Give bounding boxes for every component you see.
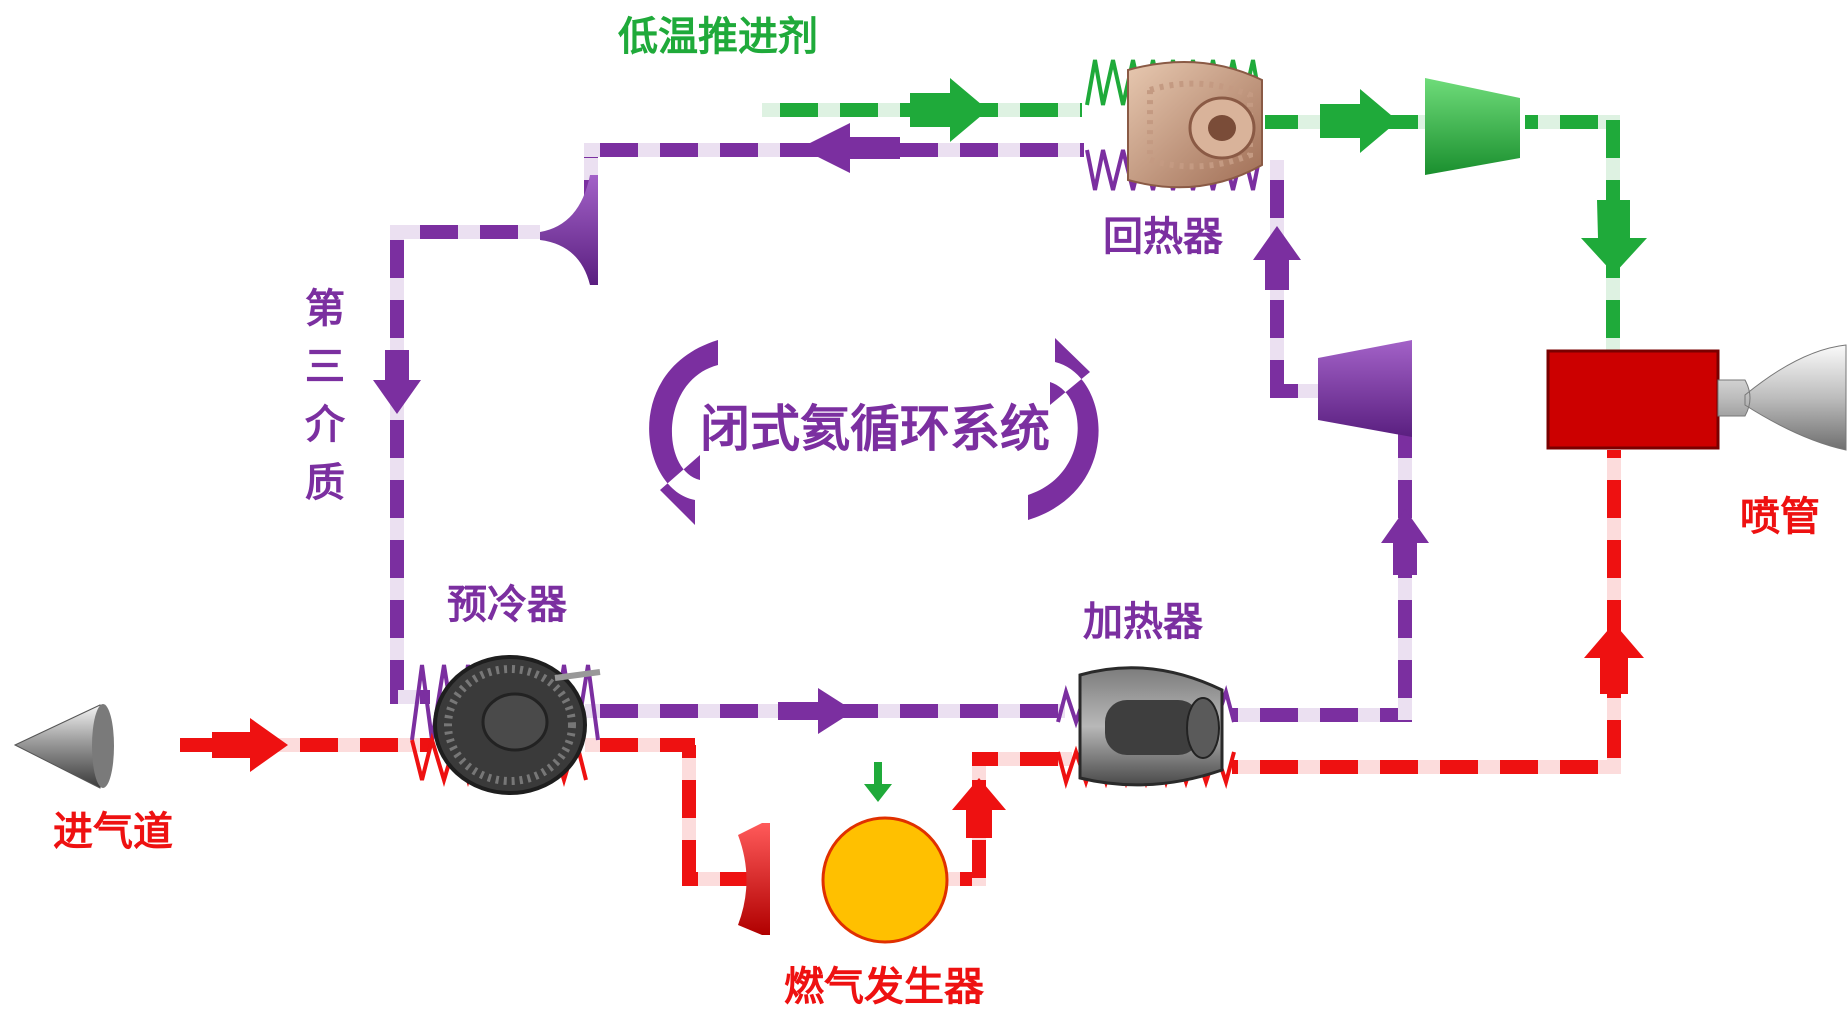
diagram-title: 闭式氦循环系统 [700,400,1050,458]
arrow-propellant-in [910,78,988,142]
third-medium-char-2: 三 [305,344,345,390]
arrow-air-up-combustor [1584,623,1644,694]
arrow-loop-up-recuperator [1253,226,1301,290]
exhaust-nozzle [1717,344,1847,451]
label-third-medium: 第 三 介 质 [305,286,346,506]
arrow-recuperator-return [800,123,900,173]
label-propellant: 低温推进剂 [618,14,818,60]
combustion-chamber [1546,349,1720,450]
arrow-precooler-to-heater [778,688,854,734]
label-gas-generator: 燃气发生器 [784,964,985,1010]
arrow-air-up-gg [952,778,1006,838]
flow-arrows [212,78,1647,838]
arrow-inlet [212,718,288,772]
heater [1056,666,1236,789]
arrow-loop-up-right [1381,509,1429,575]
arrow-gas-generator-feed [864,762,892,802]
third-medium-char-4: 质 [305,460,345,506]
third-medium-char-1: 第 [305,286,345,332]
label-inlet: 进气道 [53,809,173,855]
label-nozzle: 喷管 [1740,494,1820,540]
arrow-propellant-down [1581,200,1647,274]
arrow-propellant-to-turbine [1320,89,1398,153]
precooler [410,655,601,795]
gas-generator [821,816,949,944]
helium-compressor [1318,340,1412,437]
label-heater: 加热器 [1083,599,1204,645]
recuperator [1085,59,1263,191]
arrow-third-medium-down [373,350,421,414]
propellant-turbine [1425,78,1520,175]
helium-expander [540,175,598,285]
cycle-arrows [649,338,1099,525]
label-recuperator: 回热器 [1103,214,1224,260]
third-medium-char-3: 介 [305,402,346,448]
air-turbine [738,823,770,935]
label-precooler: 预冷器 [447,582,568,628]
